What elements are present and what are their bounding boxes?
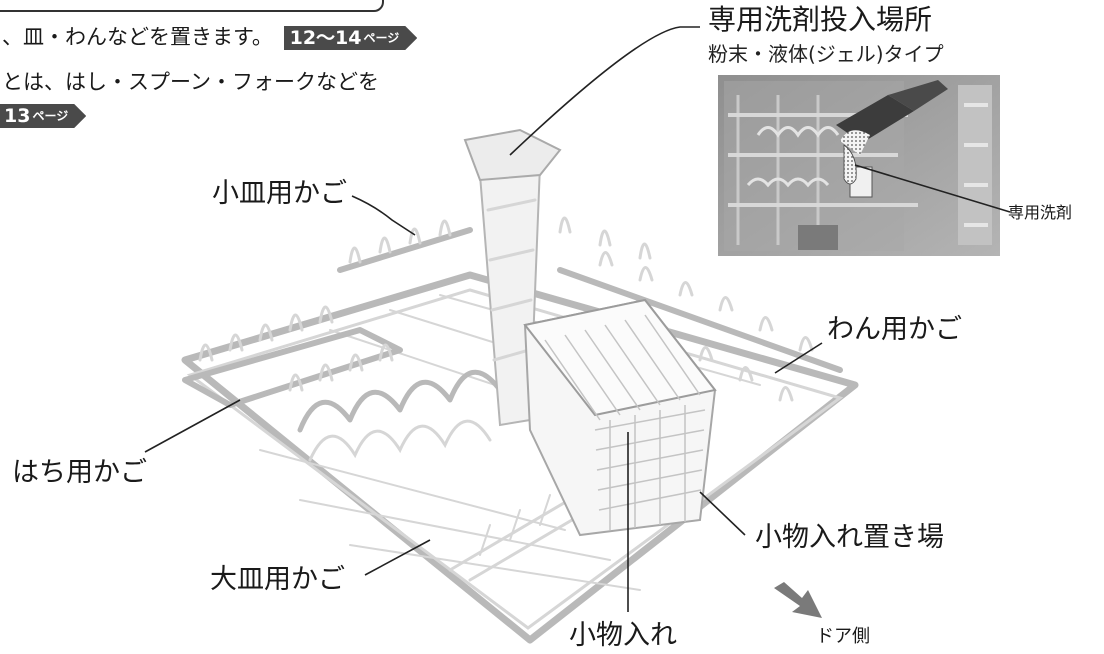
instruction-box-border	[0, 0, 384, 12]
page-ref-12-14-number: 12〜14	[289, 26, 362, 49]
door-side-arrow-icon	[774, 582, 822, 618]
intro-line-2: とは、はし・スプーン・フォークなどを	[2, 70, 379, 94]
detergent-label: 専用洗剤	[1008, 203, 1073, 222]
leader-lines	[144, 26, 823, 612]
label-small-item-holder: 小物入れ	[569, 620, 677, 651]
intro-line-1-text: 、皿・わんなどを置きます。	[2, 25, 273, 49]
page-ref-13-suffix: ページ	[32, 109, 69, 123]
detergent-location-title: 専用洗剤投入場所	[708, 3, 933, 36]
page-ref-12-14-suffix: ページ	[363, 31, 400, 45]
label-small-item-holder-place: 小物入れ置き場	[755, 522, 944, 553]
detergent-type-subtitle: 粉末・液体(ジェル)タイプ	[708, 42, 944, 66]
page-ref-13-number: 13	[4, 104, 31, 127]
detergent-leader-line	[854, 164, 1011, 213]
deep-bowl-basket	[182, 305, 403, 408]
label-bowl-basket: わん用かご	[827, 314, 962, 345]
label-large-plate-basket: 大皿用かご	[210, 564, 345, 595]
label-door-side: ドア側	[816, 626, 870, 647]
detergent-tower	[463, 128, 562, 427]
label-small-plate-basket: 小皿用かご	[212, 178, 347, 209]
detergent-scoop	[836, 80, 948, 155]
small-item-holder-basket	[523, 298, 717, 537]
label-deep-bowl-basket: はち用かご	[12, 457, 147, 488]
